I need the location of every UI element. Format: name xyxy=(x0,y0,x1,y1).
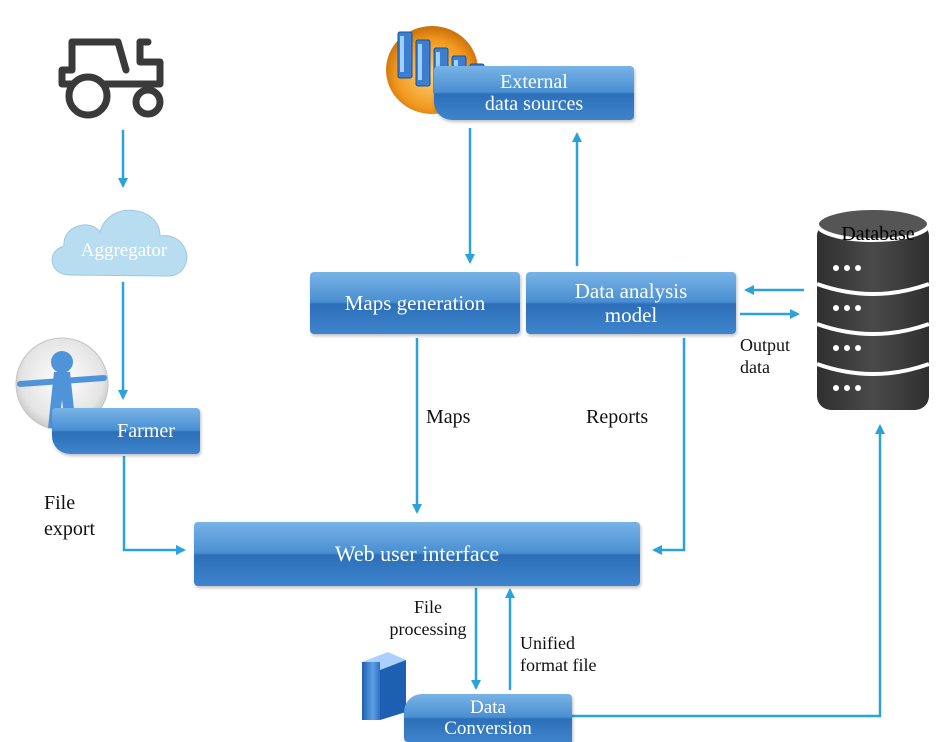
file-processing-label: File processing xyxy=(389,597,467,639)
cloud-icon xyxy=(51,209,188,277)
external-data-sources-box: External data sources xyxy=(434,66,634,120)
farmer-person-icon xyxy=(15,337,109,431)
aggregator-label: Aggregator xyxy=(81,240,168,261)
data-analysis-model-label: Data analysis model xyxy=(574,279,688,327)
data-analysis-model-box: Data analysis model xyxy=(526,272,736,334)
unified-format-file-label: Unified format file xyxy=(520,633,597,675)
tractor-icon xyxy=(58,38,164,119)
file-export-label: File export xyxy=(44,492,96,540)
maps-label: Maps xyxy=(426,406,471,428)
reports-label: Reports xyxy=(586,406,649,428)
web-user-interface-label: Web user interface xyxy=(334,541,500,566)
output-data-label: Output data xyxy=(740,335,791,377)
maps-generation-label: Maps generation xyxy=(344,291,486,315)
web-user-interface-box: Web user interface xyxy=(194,522,640,586)
farmer-box: Farmer xyxy=(52,408,200,454)
database-label: Database xyxy=(841,223,914,245)
arrows xyxy=(118,128,885,718)
database-icon xyxy=(815,206,931,410)
server-tower-icon xyxy=(362,652,406,720)
external-data-sources-label: External data sources xyxy=(484,71,584,115)
data-conversion-label: Data Conversion xyxy=(444,697,532,739)
data-conversion-box: Data Conversion xyxy=(404,694,572,742)
farmer-label: Farmer xyxy=(117,420,175,442)
maps-generation-box: Maps generation xyxy=(310,272,520,334)
